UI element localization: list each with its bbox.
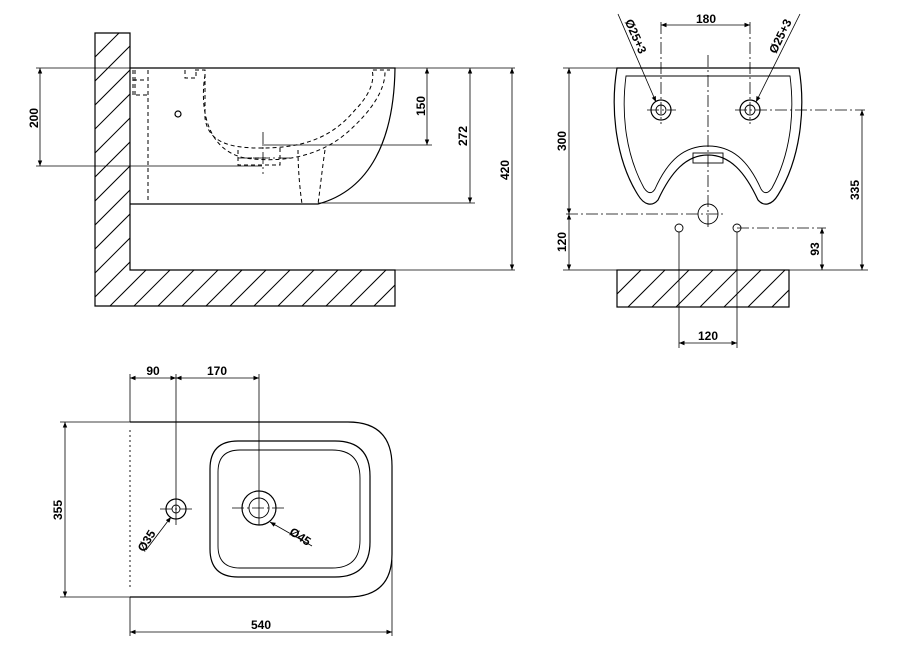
hatch-line xyxy=(494,33,767,306)
hatch-line xyxy=(820,270,857,307)
floor-hatching xyxy=(617,270,857,307)
dim-180: 180 xyxy=(696,12,716,26)
dim-272: 272 xyxy=(456,126,470,146)
dim-90: 90 xyxy=(146,364,160,378)
floor-section-front xyxy=(616,269,857,308)
hatch-line xyxy=(771,289,789,307)
bidet-side-body xyxy=(130,67,396,205)
dim-120-horizontal: 120 xyxy=(698,329,718,343)
dim-355: 355 xyxy=(51,500,65,520)
dim-540: 540 xyxy=(251,618,271,632)
fixing-hole xyxy=(174,110,182,118)
hatch-line xyxy=(95,33,96,306)
hatch-line xyxy=(95,33,120,306)
top-view: 90 170 355 Ø35 Ø45 540 xyxy=(51,364,393,636)
hatch-line xyxy=(95,33,168,306)
hatch-line xyxy=(422,33,695,306)
hatch-line xyxy=(398,33,671,306)
dim-335: 335 xyxy=(848,180,862,200)
hatch-line xyxy=(627,270,666,307)
dim-120-vertical: 120 xyxy=(555,232,569,252)
hatch-line xyxy=(675,270,714,307)
dim-420: 420 xyxy=(498,160,512,180)
dim-35: Ø35 xyxy=(135,527,159,554)
hatch-line xyxy=(651,270,690,307)
hatch-line xyxy=(133,33,395,306)
front-dimensions: 180 Ø25+3 Ø25+3 300 120 335 93 120 xyxy=(555,12,868,348)
hatch-line xyxy=(253,33,395,306)
hatch-line xyxy=(662,33,900,306)
bowl-outline xyxy=(209,440,371,578)
dim-300: 300 xyxy=(555,131,569,151)
hatch-line xyxy=(95,33,144,306)
hatch-line xyxy=(723,270,762,307)
dim-hole-right: Ø25+3 xyxy=(766,17,795,56)
hatch-line xyxy=(229,33,395,306)
dim-93: 93 xyxy=(808,242,822,256)
dim-45: Ø45 xyxy=(287,525,314,549)
hatch-line xyxy=(95,33,216,306)
hatch-line xyxy=(95,33,264,306)
hatch-line xyxy=(566,33,839,306)
hatch-line xyxy=(796,270,833,307)
dim-170: 170 xyxy=(207,364,227,378)
hatch-line xyxy=(617,270,642,295)
hatch-line xyxy=(301,33,395,306)
hatch-line xyxy=(325,33,395,306)
hatch-line xyxy=(542,33,815,306)
front-view: 180 Ø25+3 Ø25+3 300 120 335 93 120 xyxy=(555,12,868,348)
hatch-line xyxy=(205,33,395,306)
hatch-line xyxy=(349,33,395,306)
hatch-line xyxy=(747,270,786,307)
bidet-front-body xyxy=(566,22,865,233)
hatch-line xyxy=(95,33,240,306)
hatch-line xyxy=(446,33,719,306)
dim-200: 200 xyxy=(27,108,41,128)
hatch-line xyxy=(95,33,312,306)
dim-150: 150 xyxy=(414,96,428,116)
hatch-line xyxy=(157,33,395,306)
side-dimensions: 200 150 272 420 xyxy=(27,67,515,271)
hatch-line xyxy=(109,33,384,306)
dim-hole-left: Ø25+3 xyxy=(622,17,650,56)
side-view: 200 150 272 420 xyxy=(27,32,900,307)
top-dimensions: 90 170 355 Ø35 Ø45 540 xyxy=(51,364,393,636)
hatch-line xyxy=(95,33,288,306)
fixing-bolt-left xyxy=(674,223,684,233)
hatch-line xyxy=(617,270,618,271)
hatch-line xyxy=(699,270,738,307)
hatch-line xyxy=(181,33,395,306)
bidet-top-body xyxy=(129,421,393,598)
